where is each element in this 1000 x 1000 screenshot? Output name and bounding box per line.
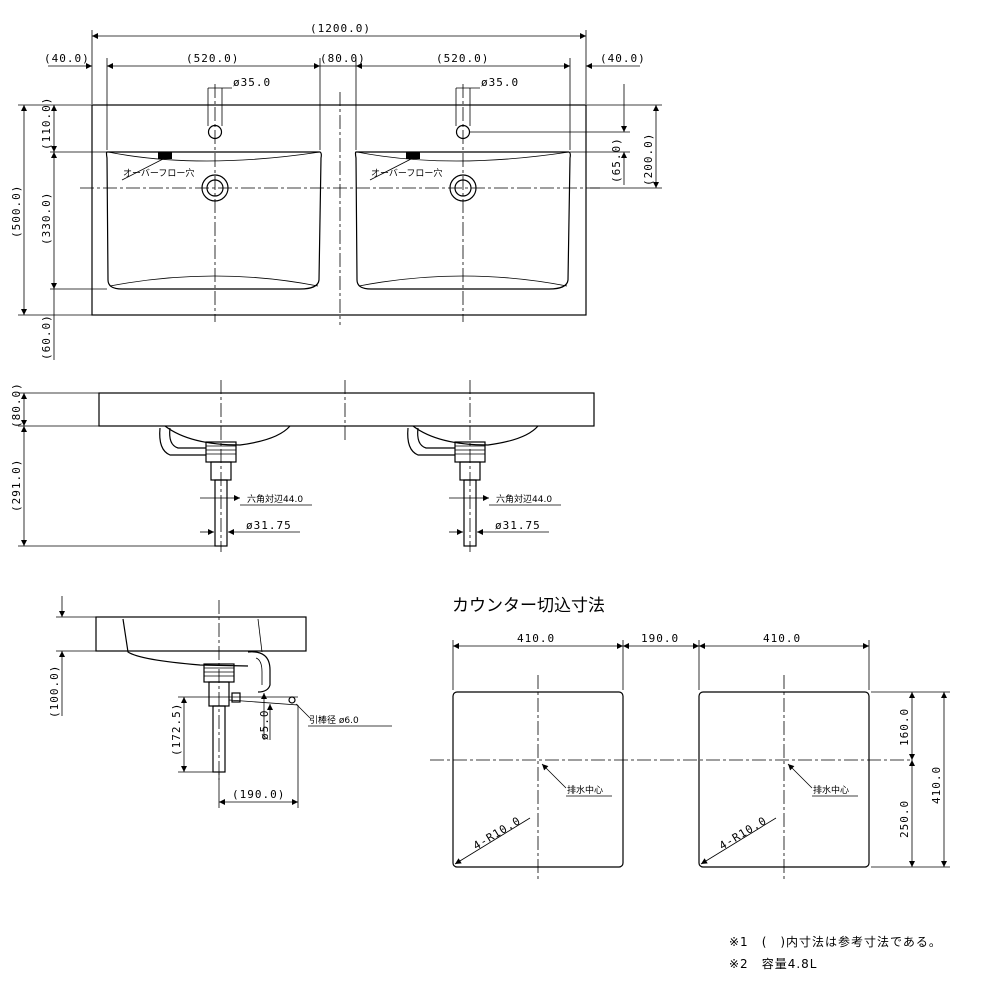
note-2: ※2 容量4.8L [729, 956, 817, 971]
dim-pipe-len-label: (172.5) [170, 703, 183, 756]
dim-width-left-label: 410.0 [517, 632, 555, 645]
dim-thickness-label: (80.0) [10, 382, 23, 428]
radius-leader-right [700, 817, 777, 865]
drain-leader-right [787, 763, 813, 789]
radius-leader-left [454, 817, 531, 865]
dim-side-right-label: (40.0) [600, 52, 646, 65]
dim-hole-to-drain-label: (200.0) [642, 133, 655, 186]
radius-right-label: 4-R10.0 [717, 814, 769, 853]
pipe-right-label: ø31.75 [495, 519, 541, 532]
dim-hole-to-bowl-label: (65.0) [610, 137, 623, 183]
overflow-left-leader [121, 157, 166, 181]
counter-outline-top [91, 104, 587, 316]
left-bowl [105, 151, 322, 290]
dim-bottom-part-label: 250.0 [898, 800, 911, 838]
overflow-right-label: オーバーフロー穴 [371, 167, 442, 179]
counter-front [98, 392, 595, 427]
dim-gap-label: 190.0 [641, 632, 679, 645]
cutout-title: カウンター切込寸法 [452, 596, 605, 616]
dim-total-width-label: (1200.0) [310, 22, 371, 35]
dim-top-part-label: 160.0 [898, 708, 911, 746]
left-bowl-under [164, 425, 291, 446]
hole-right-dia-label: ø35.0 [481, 76, 519, 89]
overflow-pipe-right-inner [417, 427, 455, 449]
dim-side-left-label: (40.0) [44, 52, 90, 65]
hex-right-label: 六角対辺44.0 [496, 493, 552, 505]
pull-rod-end [288, 696, 296, 704]
dim-bowl-depth-label: (330.0) [40, 192, 53, 245]
counter-side [95, 616, 307, 652]
dim-height-total-label: 410.0 [930, 766, 943, 804]
dim-basin-left-label: (520.0) [186, 52, 239, 65]
left-bowl-rim [107, 151, 321, 162]
drain-right-label: 排水中心 [813, 784, 849, 796]
drain-leader-left [541, 763, 567, 789]
right-bowl-under [412, 425, 539, 446]
overflow-right-leader [369, 157, 414, 181]
top-view: オーバーフロー穴 オーバーフロー穴 (1200.0) (40.0) (520.0… [10, 22, 662, 360]
overflow-pipe-left [159, 427, 206, 456]
dim-depth-total-label: (500.0) [10, 185, 23, 238]
pull-rod-label: 引棒径 ø6.0 [309, 714, 359, 726]
dim-drop-label: (291.0) [10, 459, 23, 512]
overflow-left-mark [158, 152, 172, 159]
dim-front-margin-label: (60.0) [40, 314, 53, 360]
side-bowl-back [257, 618, 263, 653]
right-bowl [354, 151, 571, 290]
dim-width-right-label: 410.0 [763, 632, 801, 645]
left-bowl-front [109, 275, 319, 287]
cutout-view: カウンター切込寸法 410.0 190.0 410.0 160.0 250.0 … [430, 596, 950, 882]
side-overflow-inner [255, 657, 263, 685]
dim-rear-margin-label: (110.0) [40, 97, 53, 150]
notes: ※1 ( )内寸法は参考寸法である。 ※2 容量4.8L [729, 934, 942, 971]
hole-left-dia-label: ø35.0 [233, 76, 271, 89]
side-bowl-profile [122, 618, 249, 667]
overflow-left-label: オーバーフロー穴 [123, 167, 194, 179]
dim-height-label: (100.0) [48, 665, 61, 718]
hex-left-label: 六角対辺44.0 [247, 493, 303, 505]
overflow-pipe-right [407, 427, 455, 456]
side-view: (100.0) (172.5) ø5.0 引棒径 ø6.0 (190.0) [48, 596, 392, 808]
pipe-left-label: ø31.75 [246, 519, 292, 532]
dim-rod-dia-label: ø5.0 [258, 710, 271, 741]
pull-rod-clip [231, 692, 241, 703]
overflow-pipe-left-inner [169, 427, 206, 449]
overflow-right-mark [406, 152, 420, 159]
note-1: ※1 ( )内寸法は参考寸法である。 [729, 934, 942, 949]
drain-left-label: 排水中心 [567, 784, 603, 796]
dim-basin-right-label: (520.0) [436, 52, 489, 65]
radius-left-label: 4-R10.0 [471, 814, 523, 853]
front-view: (80.0) (291.0) 六角対辺44.0 ø31.75 六角対辺44.0 … [10, 380, 595, 552]
dim-offset-label: (190.0) [232, 788, 285, 801]
dim-center-gap-label: (80.0) [320, 52, 366, 65]
side-overflow-pipe [247, 651, 271, 693]
right-bowl-rim [356, 151, 570, 162]
